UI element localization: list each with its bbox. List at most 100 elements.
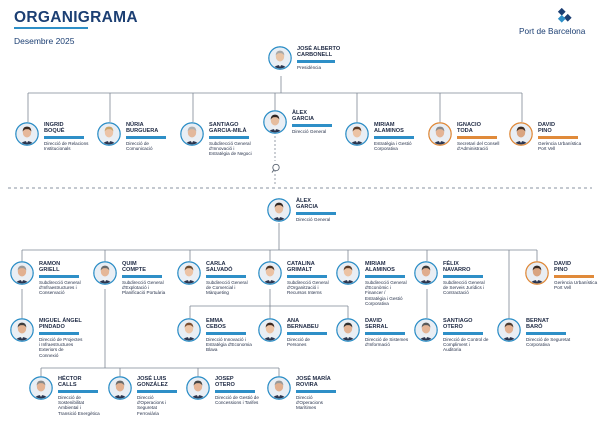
person-name-line: HÉCTOR	[58, 376, 82, 382]
person-photo	[186, 376, 210, 400]
person-role-line: Subdirecció General	[39, 279, 81, 285]
person-role: Direcció General	[292, 129, 326, 134]
name-underline-bar	[137, 389, 177, 393]
person-name-line: JOSÉ MARÍA	[296, 376, 331, 382]
magnifier-icon	[271, 161, 281, 179]
person-role-line: d'Explotació i	[122, 285, 149, 290]
person-name-line: IGNACIO	[457, 122, 481, 128]
person-role-line: Subdirecció General	[365, 279, 407, 285]
person-role-line: Institucionals	[44, 146, 71, 151]
person-name-line: BURGUERA	[126, 128, 159, 135]
person-photo	[108, 376, 132, 400]
person-name-line: ROVIRA	[296, 382, 318, 389]
person-name-line: PINO	[554, 267, 568, 274]
person-role-line: de Serveis Jurídics i	[443, 285, 485, 290]
person-role-line: Direcció General	[296, 216, 331, 222]
name-underline-bar	[538, 135, 578, 139]
person-photo	[345, 122, 369, 146]
person-role-line: Direcció de Control de	[443, 336, 489, 342]
port-logo: Port de Barcelona	[519, 8, 593, 38]
name-underline-bar	[365, 274, 405, 278]
person-name-line: CARBONELL	[297, 52, 333, 59]
person-name-line: MIGUEL ÁNGEL	[39, 318, 82, 324]
person-name-line: GRIMALT	[287, 267, 313, 274]
person-role-line: Presidència	[297, 64, 322, 70]
person-role-line: Corporativa	[374, 146, 398, 151]
person-name-line: PINDADO	[39, 324, 65, 331]
person-photo	[15, 122, 39, 146]
name-underline-bar	[292, 123, 332, 127]
person-role-line: Port Vell	[554, 285, 572, 290]
person-photo	[263, 110, 287, 134]
person-name-line: ANA	[287, 318, 300, 324]
person-photo	[428, 122, 452, 146]
name-underline-bar	[443, 274, 483, 278]
person-role-line: Direcció de Gestió de	[215, 394, 259, 400]
name-underline-bar	[287, 331, 327, 335]
person-role-line: Compliment i	[443, 342, 470, 347]
person-role-line: Seguretat	[137, 405, 157, 411]
name-underline-bar	[39, 274, 79, 278]
person-name-line: QUIM	[122, 261, 137, 267]
person-role-line: d'Infraestructures i	[39, 285, 77, 290]
person-role-line: Ferroviària	[137, 410, 159, 416]
person-name-line: ALAMINOS	[374, 128, 404, 135]
person-name-line: SERRAL	[365, 324, 388, 331]
person-name-line: OTERO	[215, 382, 235, 389]
person-role-line: Port Vell	[538, 146, 556, 151]
person-role-line: de Comercial i	[206, 285, 236, 290]
person-role-line: Planificació Portuària	[122, 290, 166, 296]
person-name-line: PINO	[538, 128, 552, 135]
person-role-line: Subdirecció General	[209, 140, 251, 146]
person-role-line: Comunicació	[126, 146, 153, 151]
person-role-line: Direcció de	[287, 336, 310, 342]
person-name-line: TODA	[457, 128, 473, 135]
person-name-line: GARCIA	[292, 116, 315, 123]
person-name-line: CALLS	[58, 382, 77, 389]
person-photo	[93, 261, 117, 285]
name-underline-bar	[457, 135, 497, 139]
person-role-line: Direcció de	[126, 140, 149, 146]
person-role-line: Sostenibilitat	[58, 400, 85, 405]
person-photo	[268, 46, 292, 70]
person-role-line: Estratègia de Negoci	[209, 151, 252, 157]
name-underline-bar	[296, 389, 336, 393]
page-subtitle: Desembre 2025	[14, 36, 75, 46]
person-role-line: Màrqueting	[206, 290, 229, 296]
person-role-line: d'Informació	[365, 342, 390, 347]
person-name-line: CARLA	[206, 261, 226, 267]
person-role-line: d'Organització i	[287, 285, 319, 290]
person-role-line: Transició Energètica	[58, 410, 100, 416]
person-role-line: d'Econòmic i	[365, 285, 391, 290]
name-underline-bar	[126, 135, 166, 139]
person-name-line: MIRIAM	[374, 122, 395, 128]
person-role-line: Direcció	[296, 394, 313, 400]
name-underline-bar	[39, 331, 79, 335]
page-title: ORGANIGRAMA	[14, 9, 138, 26]
person-role-line: Direcció Innovació i	[206, 336, 246, 342]
person-role-line: d'Operacions	[296, 400, 323, 405]
name-underline-bar	[206, 331, 246, 335]
person-photo	[97, 122, 121, 146]
person-photo	[525, 261, 549, 285]
person-role-line: Estratègia i Gestió	[365, 295, 403, 301]
person-role-line: Marítimes	[296, 405, 317, 411]
name-underline-bar	[374, 135, 414, 139]
person-name-line: GARCIA	[296, 204, 319, 211]
person-role-line: Direcció General	[292, 128, 327, 134]
